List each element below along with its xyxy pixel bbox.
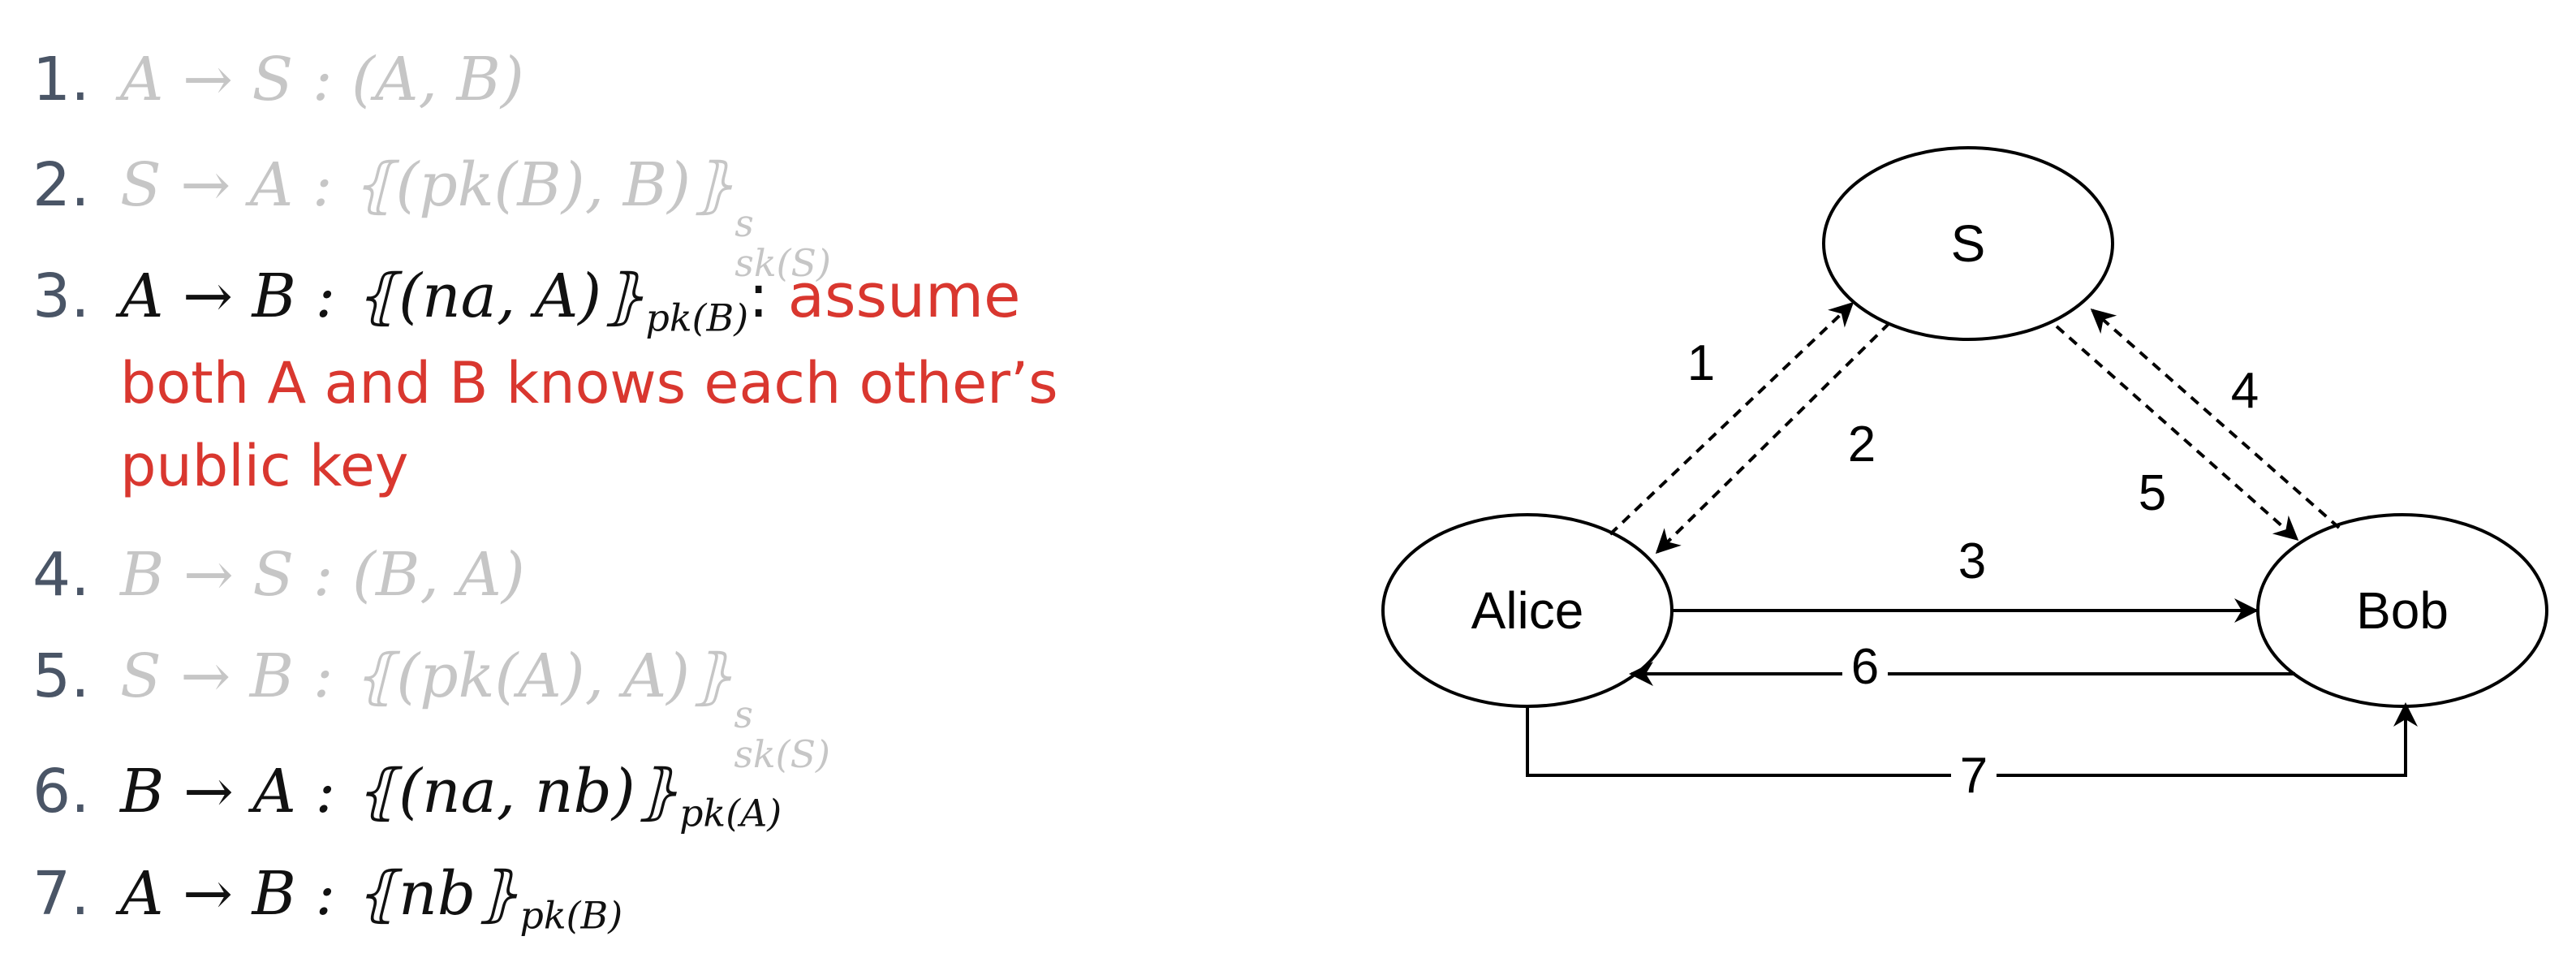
message-superscript: s	[734, 693, 753, 737]
step-note-line: both A and B knows each other’s	[120, 350, 1058, 416]
message-body: A → B : ⦃(na, A)⦄	[120, 261, 646, 331]
step-6: 6. B → A : ⦃(na, nb)⦄pk(A)	[32, 749, 1169, 856]
edge-1-label: 1	[1687, 335, 1715, 391]
message-body: S → B : ⦃(pk(A), A)⦄	[120, 641, 734, 711]
edge-4	[2090, 309, 2341, 529]
message-body: B → A : ⦃(na, nb)⦄	[120, 757, 680, 826]
edge-4-label: 4	[2231, 363, 2259, 419]
step-7: 7. A → B : ⦃nb⦄pk(B)	[32, 851, 1169, 958]
step-message: A → S : (A, B)	[120, 45, 524, 114]
step-message: B → A : ⦃(na, nb)⦄pk(A)	[120, 757, 782, 835]
step-number: 4.	[32, 540, 90, 610]
edge-5-label: 5	[2139, 465, 2166, 521]
message-body: A → B : ⦃nb⦄	[120, 859, 520, 929]
edge-6-label-bg	[1842, 645, 1888, 693]
step-message: B → S : (B, A)	[120, 540, 525, 610]
edge-6-label: 6	[1851, 639, 1879, 695]
step-number: 5.	[32, 641, 90, 711]
step-number: 3.	[32, 261, 90, 331]
step-number: 1.	[32, 45, 90, 114]
message-subscript: pk(B)	[645, 296, 749, 340]
node-bob: Bob	[2256, 513, 2548, 708]
edge-7-label-bg	[1951, 747, 1997, 802]
step-message: A → B : ⦃nb⦄pk(B)	[120, 859, 622, 937]
protocol-steps: 1.A → S : (A, B) 2.S → A : ⦃(pk(B), B)⦄s…	[0, 0, 1217, 971]
step-note-line: public key	[120, 433, 409, 499]
message-subscript: pk(B)	[519, 893, 623, 938]
step-number: 7.	[32, 859, 90, 929]
node-server: S	[1822, 146, 2114, 341]
message-body: S → A : ⦃(pk(B), B)⦄	[120, 150, 735, 220]
step-colon: :	[748, 261, 769, 331]
step-message: A → B : ⦃(na, A)⦄pk(B)	[120, 261, 748, 339]
message-subscript: sk(S)	[734, 240, 831, 285]
step-1: 1. A → S : (A, B)	[32, 37, 1169, 123]
edge-5	[2055, 325, 2299, 541]
node-alice: Alice	[1381, 513, 1674, 708]
step-number: 2.	[32, 150, 90, 220]
edge-3-label: 3	[1958, 533, 1986, 589]
edge-7-label: 7	[1960, 748, 1988, 804]
step-number: 6.	[32, 757, 90, 826]
step-3: 3. A → B : ⦃(na, A)⦄pk(B): assume	[32, 253, 1169, 360]
edge-2-label: 2	[1848, 416, 1876, 473]
edge-2	[1655, 322, 1891, 555]
message-subscript: sk(S)	[734, 731, 830, 776]
edge-1	[1609, 301, 1854, 536]
message-subscript: pk(A)	[679, 791, 782, 835]
node-alice-label: Alice	[1471, 581, 1584, 640]
step-note: assume	[787, 261, 1021, 331]
step-4: 4. B → S : (B, A)	[32, 532, 1169, 618]
node-bob-label: Bob	[2356, 581, 2449, 640]
node-server-label: S	[1951, 214, 1986, 273]
message-superscript: s	[734, 201, 754, 246]
